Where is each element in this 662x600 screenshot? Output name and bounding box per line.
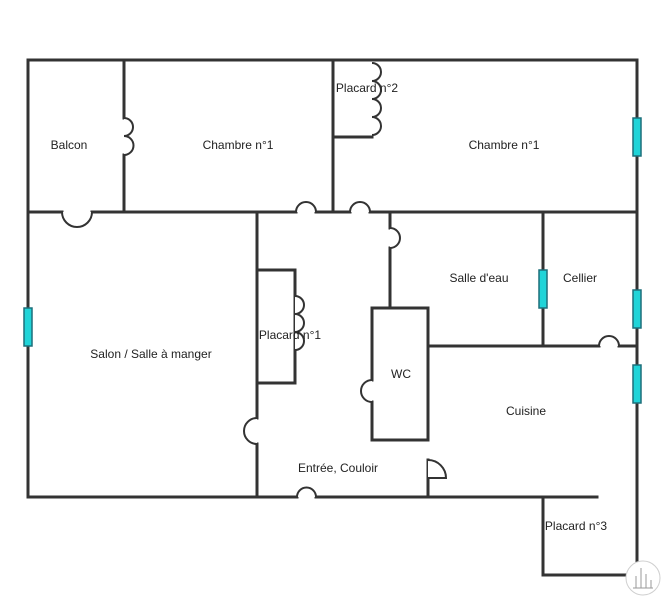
door-wc [360, 379, 373, 403]
room-label-cuisine: Cuisine [506, 404, 546, 418]
door-balcon [61, 211, 93, 228]
room-label-placard-2: Placard n°2 [336, 81, 398, 95]
room-labels: Balcon Chambre n°1 Placard n°2 Chambre n… [51, 81, 608, 533]
door-salon [243, 417, 258, 445]
room-label-placard-3: Placard n°3 [545, 519, 607, 533]
door-balcon-chambre-double [123, 117, 135, 156]
room-label-chambre-1-right: Chambre n°1 [469, 138, 540, 152]
door-cuisine [427, 459, 448, 479]
watermark-logo [625, 560, 661, 596]
room-label-salle-eau: Salle d'eau [449, 271, 508, 285]
window-salon [23, 307, 33, 347]
window-cellier [632, 289, 642, 329]
window-chambre-right [632, 117, 642, 157]
door-chambre-left-entrance [295, 201, 317, 213]
room-label-chambre-1-left: Chambre n°1 [203, 138, 274, 152]
door-placard-2-double [371, 62, 382, 136]
room-label-entree: Entrée, Couloir [298, 461, 378, 475]
door-placard-1-double [294, 295, 305, 351]
door-chambre-right-entrance [349, 201, 371, 213]
room-label-cellier: Cellier [563, 271, 597, 285]
doors [61, 62, 620, 498]
door-cellier [598, 335, 620, 347]
room-label-balcon: Balcon [51, 138, 88, 152]
door-entrance [296, 486, 317, 498]
window-cuisine [632, 364, 642, 404]
window-salle-eau-cellier [538, 269, 548, 309]
interior-walls [26, 58, 639, 499]
room-label-placard-1: Placard n°1 [259, 328, 321, 342]
room-label-wc: WC [391, 367, 411, 381]
room-label-salon: Salon / Salle à manger [90, 347, 211, 361]
windows [23, 117, 642, 404]
door-salle-eau [389, 227, 401, 249]
